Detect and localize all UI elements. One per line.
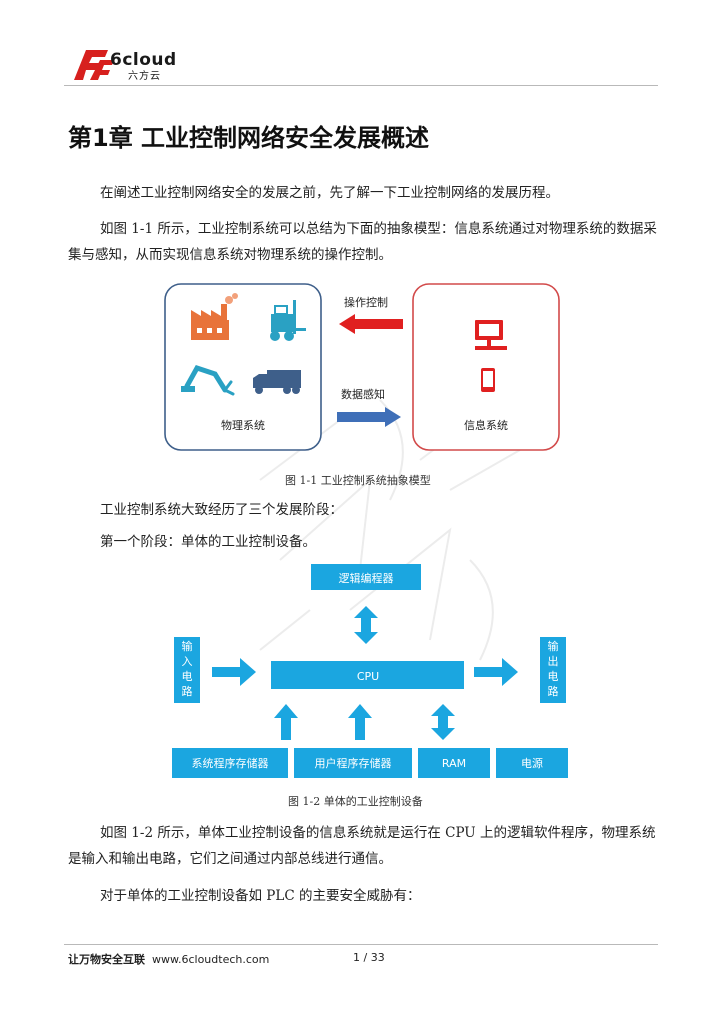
computer-icon xyxy=(475,320,507,350)
header-divider xyxy=(64,85,658,86)
programmer-box xyxy=(311,564,421,590)
footer-brand: 让万物安全互联 www.6cloudtech.com xyxy=(68,951,269,967)
logo-subtext: 六方云 xyxy=(128,71,161,82)
phone-icon xyxy=(481,368,495,392)
robot-arm-icon xyxy=(184,364,235,396)
truck-icon xyxy=(253,370,301,394)
forklift-icon xyxy=(270,300,306,341)
paragraph-threats: 对于单体的工业控制设备如 PLC 的主要安全威胁有： xyxy=(100,888,421,904)
control-label: 操作控制 xyxy=(344,295,388,309)
figure-abstract-model: 物理系统 操作控制 数据感知 信息系统 xyxy=(164,283,560,451)
svg-text:出: 出 xyxy=(548,654,559,668)
svg-text:电: 电 xyxy=(182,670,193,683)
svg-text:电: 电 xyxy=(548,670,559,683)
programmer-cpu-arrow-icon xyxy=(354,606,378,644)
page-header: 6cloud 六方云 xyxy=(0,0,724,86)
cpu-label: CPU xyxy=(357,670,379,683)
logo-text: 6cloud xyxy=(110,50,177,70)
paragraph-intro: 在阐述工业控制网络安全的发展之前，先了解一下工业控制网络的发展历程。 xyxy=(100,185,559,201)
system-memory-box xyxy=(172,748,288,778)
output-circuit-box xyxy=(540,637,566,703)
footer-slogan: 让万物安全互联 xyxy=(68,953,145,966)
user-memory-box xyxy=(294,748,412,778)
power-box xyxy=(496,748,568,778)
ram-arrow-icon xyxy=(431,704,455,740)
sensing-label: 数据感知 xyxy=(341,387,385,401)
control-arrow-icon xyxy=(339,314,403,334)
svg-text:输: 输 xyxy=(548,639,559,653)
user-memory-arrow-icon xyxy=(348,704,372,740)
output-arrow-icon xyxy=(474,658,518,686)
sys-memory-arrow-icon xyxy=(274,704,298,740)
physical-system-label: 物理系统 xyxy=(221,418,265,432)
paragraph-model: 如图 1-1 所示，工业控制系统可以总结为下面的抽象模型：信息系统通过对物理系统… xyxy=(68,221,657,263)
info-system-label: 信息系统 xyxy=(464,418,508,432)
svg-text:系统程序存储器: 系统程序存储器 xyxy=(192,756,269,770)
paragraph-stage-one: 第一个阶段：单体的工业控制设备。 xyxy=(100,534,316,550)
footer-url[interactable]: www.6cloudtech.com xyxy=(152,953,270,966)
svg-text:输: 输 xyxy=(182,639,193,653)
input-circuit-box xyxy=(174,637,200,703)
company-logo-icon xyxy=(74,50,114,80)
svg-text:电源: 电源 xyxy=(521,756,543,770)
cpu-box xyxy=(271,661,464,689)
info-system-box xyxy=(412,283,560,451)
programmer-label: 逻辑编程器 xyxy=(339,571,394,585)
svg-text:RAM: RAM xyxy=(442,757,466,770)
paragraph-stages: 工业控制系统大致经历了三个发展阶段： xyxy=(100,502,343,518)
ram-box xyxy=(418,748,490,778)
figure2-caption: 图 1-2 单体的工业控制设备 xyxy=(288,795,423,808)
figure-single-device: 逻辑编程器 输 入 电 路 CPU 输 出 电 路 系统程序存储器 用户程序存储… xyxy=(172,564,568,778)
factory-icon xyxy=(191,293,238,340)
svg-text:路: 路 xyxy=(548,685,559,698)
chapter-title: 第1章 工业控制网络安全发展概述 xyxy=(68,124,430,152)
sensing-arrow-icon xyxy=(337,407,401,427)
input-arrow-icon xyxy=(212,658,256,686)
page-number: 1 / 33 xyxy=(353,951,385,964)
svg-text:用户程序存储器: 用户程序存储器 xyxy=(315,756,392,770)
figure1-caption: 图 1-1 工业控制系统抽象模型 xyxy=(285,474,431,487)
paragraph-device-explain: 如图 1-2 所示，单体工业控制设备的信息系统就是运行在 CPU 上的逻辑软件程… xyxy=(68,825,656,867)
svg-text:入: 入 xyxy=(182,655,193,668)
footer-divider xyxy=(64,944,658,945)
svg-text:路: 路 xyxy=(182,685,193,698)
